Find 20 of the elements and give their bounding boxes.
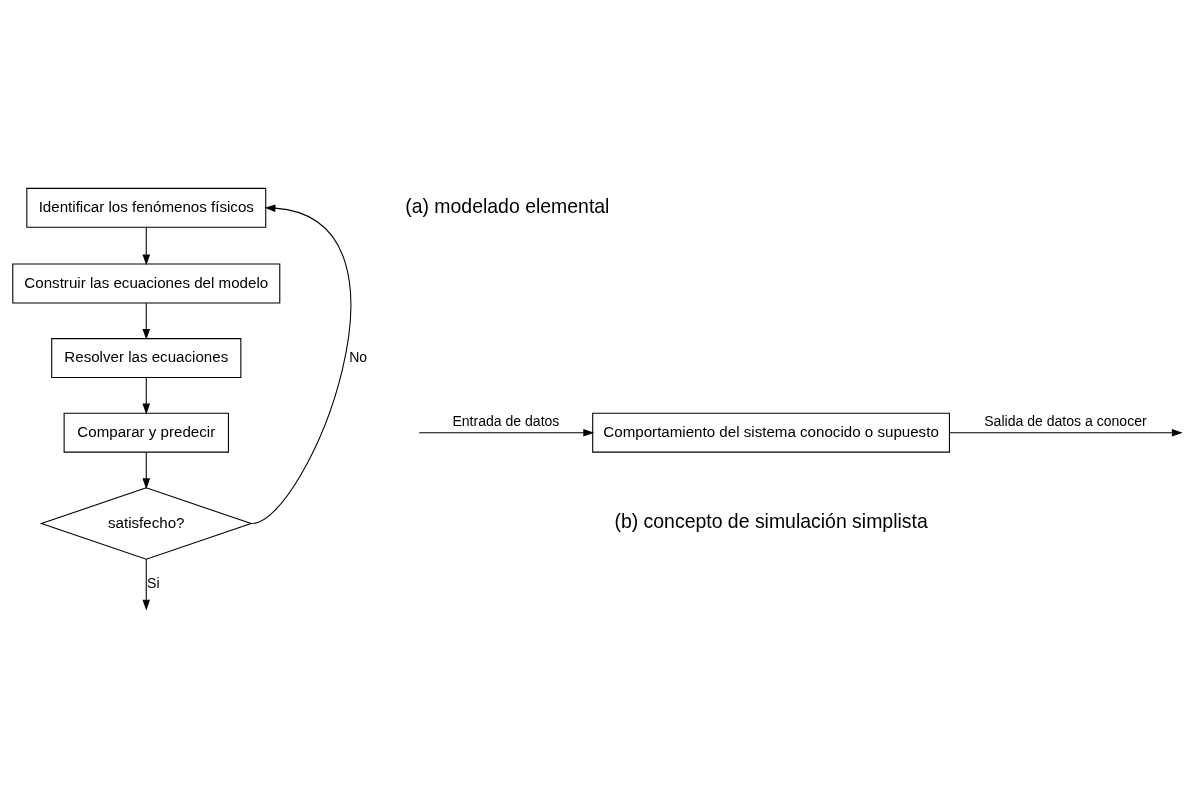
label: (a) modelado elemental — [405, 194, 610, 217]
node-box: Comportamiento del sistema conocido o supuesto — [592, 412, 950, 453]
arrow — [142, 302, 151, 340]
node-box: Identificar los fenómenos físicos — [26, 187, 267, 228]
edge-label: Entrada de datos — [452, 412, 560, 429]
edge-label: Salida de datos a conocer — [984, 412, 1147, 429]
edge-label: Si — [147, 574, 160, 591]
arrow — [418, 428, 595, 437]
arrow — [948, 428, 1183, 437]
node-diamond: satisfecho? — [39, 487, 253, 560]
arrow — [142, 558, 151, 611]
node-box: Construir las ecuaciones del modelo — [12, 263, 281, 304]
node-box: Resolver las ecuaciones — [51, 338, 242, 379]
arrow — [142, 377, 151, 415]
arrow — [142, 452, 151, 490]
arrow — [251, 204, 352, 525]
node-box: Comparar y predecir — [63, 412, 229, 453]
edge-label: No — [349, 348, 368, 365]
arrow — [142, 226, 151, 266]
label: (b) concepto de simulación simplista — [614, 510, 928, 533]
